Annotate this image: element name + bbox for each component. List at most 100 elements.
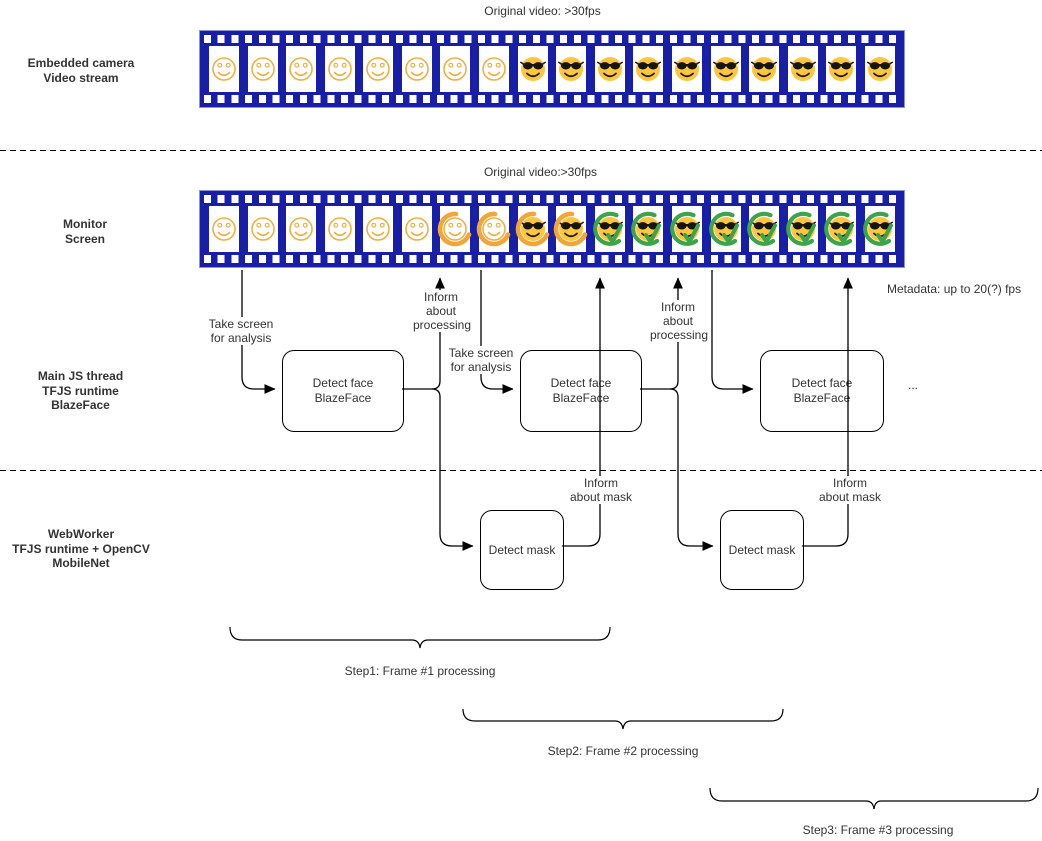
detect-face-box-1: Detect face BlazeFace bbox=[282, 350, 404, 432]
sunglasses-done-face-icon bbox=[824, 211, 855, 246]
step3-label: Step3: Frame #3 processing bbox=[802, 823, 954, 837]
film-strip-camera bbox=[199, 30, 905, 108]
plain-processing-face-icon bbox=[438, 211, 472, 247]
detect-face-box-2: Detect face BlazeFace bbox=[520, 350, 642, 432]
step3-brace bbox=[709, 787, 1039, 810]
step2-label: Step2: Frame #2 processing bbox=[547, 744, 699, 758]
film-frame bbox=[749, 46, 780, 92]
detect-mask-box-1: Detect mask bbox=[480, 510, 564, 590]
film-frame bbox=[401, 206, 432, 252]
row-label-monitor-screen: Monitor Screen bbox=[63, 217, 107, 246]
film-strip-monitor bbox=[199, 190, 905, 268]
plain-face-icon bbox=[289, 57, 313, 81]
film-frame bbox=[401, 46, 432, 92]
film-frame bbox=[708, 206, 741, 252]
strip1-title: Original video: >30fps bbox=[484, 4, 601, 18]
film-frame bbox=[864, 46, 895, 92]
film-frame bbox=[363, 46, 394, 92]
sunglasses-processing-face-icon bbox=[515, 211, 549, 247]
film-frame bbox=[363, 206, 394, 252]
plain-face-icon bbox=[482, 57, 506, 81]
plain-face-icon bbox=[212, 217, 236, 241]
row-label-main-js-thread: Main JS thread TFJS runtime BlazeFace bbox=[37, 369, 124, 413]
plain-face-icon bbox=[443, 57, 468, 81]
strip2-title: Original video:>30fps bbox=[483, 165, 598, 179]
sunglasses-face-icon bbox=[558, 57, 585, 81]
film-frame bbox=[556, 46, 587, 92]
edge-take-screen-3 bbox=[711, 270, 754, 394]
inform-mask-label-2: Inform about mask bbox=[814, 476, 886, 505]
film-frame bbox=[710, 46, 741, 92]
sunglasses-face-icon bbox=[596, 57, 623, 81]
take-screen-label-1: Take screen for analysis bbox=[206, 317, 276, 346]
take-screen-label-2: Take screen for analysis bbox=[446, 346, 516, 375]
sunglasses-done-face-icon bbox=[863, 211, 893, 246]
continuation-ellipsis: ... bbox=[908, 378, 919, 392]
film-frame bbox=[671, 46, 702, 92]
film-frame bbox=[286, 206, 317, 252]
section-divider-1 bbox=[0, 150, 1042, 151]
film-frame bbox=[670, 206, 702, 252]
film-frame bbox=[826, 46, 857, 92]
detect-mask-box-2: Detect mask bbox=[720, 510, 804, 590]
edge-to-mask-2 bbox=[669, 388, 714, 551]
film-frame bbox=[747, 206, 780, 252]
film-frame bbox=[824, 206, 857, 252]
film-frame bbox=[787, 46, 818, 92]
sunglasses-face-icon bbox=[712, 57, 739, 81]
plain-face-icon bbox=[289, 217, 313, 241]
plain-face-icon bbox=[250, 217, 275, 241]
sunglasses-face-icon bbox=[673, 57, 700, 81]
film-frame bbox=[515, 206, 549, 252]
sunglasses-done-face-icon bbox=[631, 211, 662, 246]
edge-to-mask-1 bbox=[431, 388, 474, 551]
film-frame bbox=[324, 206, 355, 252]
plain-face-icon bbox=[250, 57, 275, 81]
row-label-webworker: WebWorker TFJS runtime + OpenCV MobileNe… bbox=[12, 527, 150, 571]
plain-face-icon bbox=[405, 57, 429, 81]
sunglasses-done-face-icon bbox=[670, 211, 700, 246]
plain-face-icon bbox=[327, 57, 352, 81]
film-frame bbox=[785, 206, 818, 252]
step2-brace bbox=[462, 708, 784, 730]
film-frame bbox=[438, 206, 472, 252]
plain-face-icon bbox=[212, 57, 236, 81]
film-frame bbox=[440, 46, 471, 92]
inform-processing-label-1: Inform about processing bbox=[413, 290, 472, 333]
sunglasses-processing-face-icon bbox=[553, 211, 588, 247]
film-frame bbox=[592, 206, 625, 252]
plain-face-icon bbox=[327, 217, 352, 241]
plain-processing-face-icon bbox=[476, 211, 511, 247]
film-frame bbox=[553, 206, 588, 252]
sprocket-holes-top bbox=[204, 35, 900, 43]
plain-face-icon bbox=[405, 217, 429, 241]
sunglasses-done-face-icon bbox=[747, 211, 778, 246]
step1-label: Step1: Frame #1 processing bbox=[344, 664, 496, 678]
inform-mask-label-1: Inform about mask bbox=[565, 476, 637, 505]
detect-face-box-3: Detect face BlazeFace bbox=[760, 350, 884, 432]
sunglasses-done-face-icon bbox=[708, 211, 739, 246]
film-frame bbox=[209, 206, 239, 252]
sprocket-holes-top bbox=[204, 195, 900, 203]
frame-row bbox=[200, 46, 904, 92]
film-frame bbox=[517, 46, 548, 92]
frame-row bbox=[200, 206, 904, 252]
sunglasses-face-icon bbox=[866, 57, 893, 81]
section-divider-2 bbox=[0, 470, 1042, 471]
plain-face-icon bbox=[366, 57, 391, 81]
film-frame bbox=[594, 46, 625, 92]
film-frame bbox=[479, 46, 510, 92]
film-frame bbox=[631, 206, 664, 252]
inform-processing-label-2: Inform about processing bbox=[650, 300, 709, 343]
sunglasses-done-face-icon bbox=[592, 211, 623, 246]
film-frame bbox=[286, 46, 317, 92]
sunglasses-face-icon bbox=[519, 57, 546, 81]
plain-face-icon bbox=[366, 217, 391, 241]
film-frame bbox=[863, 206, 895, 252]
sprocket-holes-bottom bbox=[204, 95, 900, 103]
sunglasses-face-icon bbox=[789, 57, 816, 81]
metadata-note: Metadata: up to 20(?) fps bbox=[887, 282, 1022, 296]
film-frame bbox=[324, 46, 355, 92]
sunglasses-face-icon bbox=[751, 57, 778, 81]
